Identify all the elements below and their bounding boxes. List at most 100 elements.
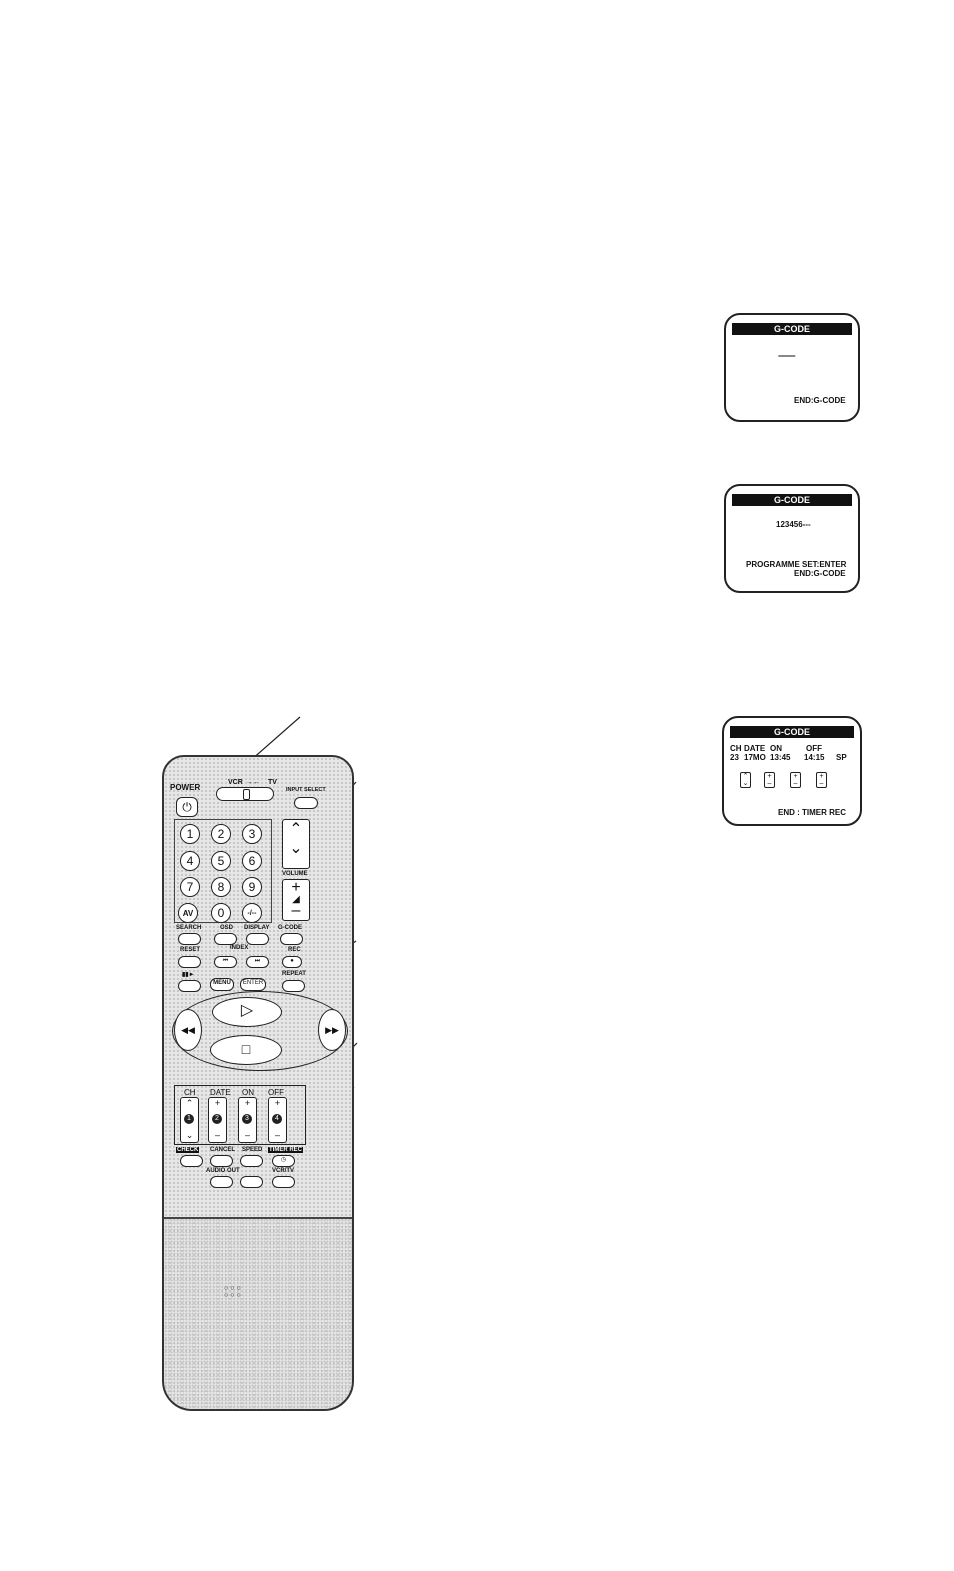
speed-button[interactable] (240, 1155, 263, 1167)
num-6[interactable]: 6 (242, 851, 262, 871)
num-1[interactable]: 1 (180, 824, 200, 844)
speaker-holes-icon: ○○○○○○ (224, 1285, 243, 1299)
stop-button[interactable]: □ (210, 1035, 282, 1065)
num-4[interactable]: 4 (180, 851, 200, 871)
reset-button[interactable] (178, 956, 201, 968)
timer-panel (174, 1085, 306, 1145)
fast-forward-icon: ▶▶ (325, 1025, 339, 1035)
tv-screen-gcode-typed: G-CODE 123456--- PROGRAMME SET:ENTER END… (724, 484, 860, 593)
cancel-button[interactable] (210, 1155, 233, 1167)
value-date: 17MO (744, 753, 766, 762)
num-8[interactable]: 8 (211, 877, 231, 897)
end-timer-rec-hint: END : TIMER REC (778, 808, 846, 817)
channel-up-icon: ⌃ (289, 821, 303, 838)
date-timer-button[interactable]: + 2 – (208, 1097, 227, 1143)
header-date: DATE (744, 744, 766, 753)
rewind-button[interactable]: ◀◀ (174, 1009, 202, 1051)
on-index: 3 (242, 1114, 252, 1124)
header-off: OFF (806, 744, 822, 753)
tv-screen-gcode-entry: G-CODE ---------- END:G-CODE (724, 313, 860, 422)
slow-button[interactable] (178, 980, 201, 992)
check-label: CHECK (176, 1147, 200, 1153)
gcode-button[interactable] (280, 933, 303, 945)
enter-button[interactable]: ENTER (240, 978, 266, 991)
input-select-label: INPUT SELECT (286, 787, 326, 793)
audio-out-label: AUDIO OUT (206, 1168, 240, 1174)
index-prev-button[interactable]: ⏮ (214, 956, 237, 968)
num-9[interactable]: 9 (242, 877, 262, 897)
transport-ring (172, 991, 348, 1071)
programme-set-hint: PROGRAMME SET:ENTER (746, 560, 847, 569)
num-7[interactable]: 7 (180, 877, 200, 897)
blank-button[interactable] (240, 1176, 263, 1188)
vcr-label: VCR (228, 779, 243, 786)
search-label: SEARCH (176, 925, 202, 931)
ch-up-icon: ⌃ (185, 1098, 194, 1108)
ch-timer-button[interactable]: ⌃ 1 ⌄ (180, 1097, 199, 1143)
power-label: POWER (170, 783, 201, 792)
value-on: 13:45 (770, 753, 791, 762)
speed-label: SPEED (242, 1147, 263, 1153)
on-timer-button[interactable]: + 3 – (238, 1097, 257, 1143)
ch-label: CH (184, 1088, 196, 1097)
volume-rocker[interactable]: + ◢ – (282, 879, 310, 921)
num-2[interactable]: 2 (211, 824, 231, 844)
off-timer-button[interactable]: + 4 – (268, 1097, 287, 1143)
date-index: 2 (212, 1114, 222, 1124)
channel-rocker[interactable]: ⌃ ⌄ (282, 819, 310, 869)
typed-code: 123456--- (776, 520, 811, 529)
menu-button[interactable]: MENU (210, 978, 234, 991)
record-icon: ● (290, 958, 294, 964)
off-plusminus-icon: +– (816, 772, 827, 788)
date-label: DATE (210, 1088, 231, 1097)
off-plus-icon: + (274, 1098, 281, 1108)
num-5[interactable]: 5 (211, 851, 231, 871)
repeat-button[interactable] (282, 980, 305, 992)
play-button[interactable]: ▷ (212, 997, 282, 1027)
search-button[interactable] (178, 933, 201, 945)
volume-down-icon: – (291, 902, 301, 919)
remote-control: POWER ⏻ VCR →← TV INPUT SELECT 1 2 3 4 5… (162, 755, 354, 1411)
display-label: DISPLAY (244, 925, 270, 931)
display-button[interactable] (246, 933, 269, 945)
volume-up-icon: + (291, 879, 301, 896)
volume-label: VOLUME (282, 871, 308, 877)
stop-icon: □ (241, 1041, 251, 1057)
av-button[interactable]: AV (178, 903, 198, 923)
power-button[interactable]: ⏻ (176, 797, 198, 817)
rewind-icon: ◀◀ (181, 1025, 195, 1035)
channel-down-icon: ⌄ (289, 840, 303, 857)
end-gcode-hint: END:G-CODE (794, 569, 846, 578)
on-plus-icon: + (244, 1098, 251, 1108)
rec-label: REC (288, 947, 301, 953)
end-gcode-hint: END:G-CODE (794, 396, 846, 405)
date-plusminus-icon: +– (764, 772, 775, 788)
on-label: ON (242, 1088, 254, 1097)
timer-rec-button[interactable]: ◷ (272, 1155, 295, 1167)
fast-forward-button[interactable]: ▶▶ (318, 1009, 346, 1051)
value-speed: SP (836, 753, 847, 762)
timer-rec-label: TIMER REC (268, 1147, 303, 1153)
clock-icon: ◷ (280, 1157, 287, 1163)
audio-out-button[interactable] (210, 1176, 233, 1188)
volume-ramp-icon: ◢ (292, 894, 300, 905)
input-select-button[interactable] (294, 797, 318, 809)
dash-slash-button[interactable]: -/-- (242, 903, 262, 923)
off-index: 4 (272, 1114, 282, 1124)
osd-button[interactable] (214, 933, 237, 945)
vcrtv-button[interactable] (272, 1176, 295, 1188)
tv-screen-gcode-programme: G-CODE CH DATE ON OFF 23 17MO 13:45 14:1… (722, 716, 862, 826)
num-0[interactable]: 0 (211, 903, 231, 923)
index-label: INDEX (230, 945, 249, 951)
value-off: 14:15 (804, 753, 825, 762)
check-button[interactable] (180, 1155, 203, 1167)
skip-forward-icon: ⏭ (254, 958, 261, 964)
num-3[interactable]: 3 (242, 824, 262, 844)
ch-index: 1 (184, 1114, 194, 1124)
rec-button[interactable]: ● (282, 956, 302, 968)
header-ch: CH (730, 744, 742, 753)
vcr-tv-switch[interactable] (216, 787, 274, 801)
index-next-button[interactable]: ⏭ (246, 956, 269, 968)
on-plusminus-icon: +– (790, 772, 801, 788)
